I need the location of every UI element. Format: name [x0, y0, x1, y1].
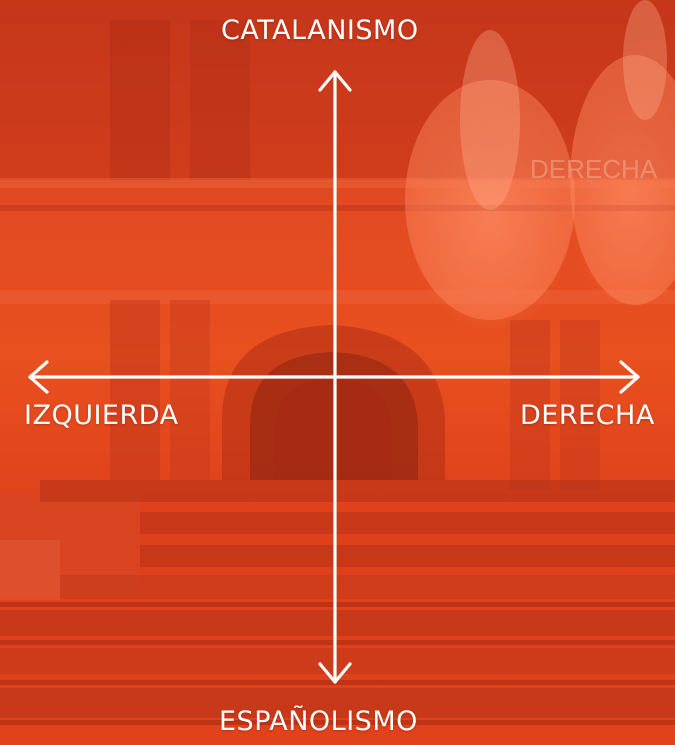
arrowhead-right: [619, 360, 640, 394]
arrowhead-up: [318, 70, 352, 92]
axis-label-left: IZQUIERDA: [24, 400, 179, 431]
axis-label-top: CATALANISMO: [221, 15, 419, 46]
axis-label-bottom: ESPAÑOLISMO: [219, 706, 418, 737]
arrowhead-down: [318, 662, 352, 684]
arrowhead-left: [28, 360, 49, 394]
axis-label-right: DERECHA: [520, 400, 655, 431]
wall-lettering: DERECHA: [530, 154, 658, 184]
